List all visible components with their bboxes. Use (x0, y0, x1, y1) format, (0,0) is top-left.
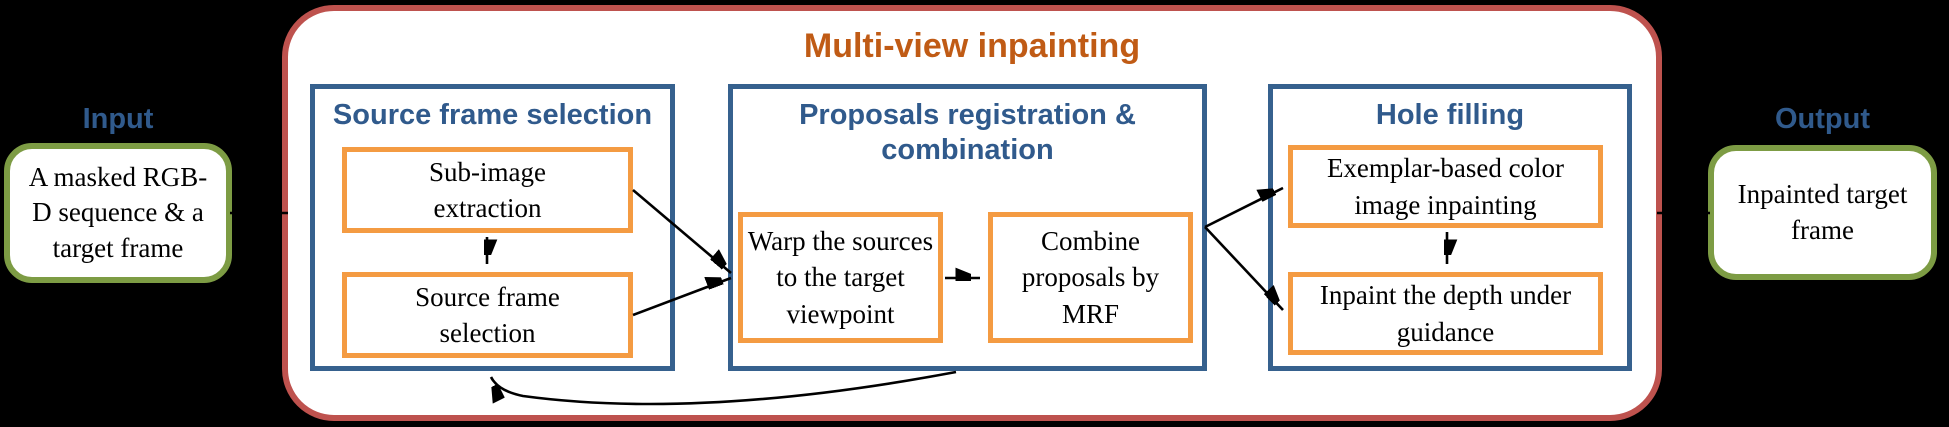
step-text: Warp the sources to the target viewpoint (747, 225, 934, 329)
output-box-text: Inpainted target frame (1737, 178, 1908, 245)
step-inpaint-depth-guidance: Inpaint the depth under guidance (1288, 272, 1603, 355)
step-exemplar-color-inpainting: Exemplar-based color image inpainting (1288, 145, 1603, 228)
input-label: Input (82, 103, 154, 135)
stage-proposals-registration-combination: Proposals registration & combination War… (728, 84, 1207, 371)
stage-title: Proposals registration & combination (799, 99, 1136, 166)
input-box: A masked RGB- D sequence & a target fram… (4, 143, 232, 283)
output-box: Inpainted target frame (1708, 145, 1937, 280)
step-combine-proposals-mrf: Combine proposals by MRF (988, 212, 1193, 343)
step-text: Source frame selection (415, 281, 560, 348)
step-warp-sources: Warp the sources to the target viewpoint (738, 212, 943, 343)
step-text: Inpaint the depth under guidance (1319, 280, 1572, 347)
step-sub-image-extraction: Sub-image extraction (342, 147, 633, 233)
output-label: Output (1774, 103, 1870, 135)
step-source-frame-selection: Source frame selection (342, 272, 633, 358)
input-box-text: A masked RGB- D sequence & a target fram… (28, 161, 208, 263)
pipeline-title: Multi-view inpainting (803, 27, 1141, 65)
stage-source-frame-selection: Source frame selection Sub-image extract… (310, 84, 675, 371)
stage-hole-filling: Hole filling Exemplar-based color image … (1268, 84, 1632, 371)
step-text: Sub-image extraction (429, 156, 546, 223)
step-text: Exemplar-based color image inpainting (1326, 153, 1565, 220)
stage-title: Source frame selection (332, 99, 653, 131)
stage-title: Hole filling (1375, 99, 1525, 131)
step-text: Combine proposals by MRF (1021, 225, 1160, 329)
